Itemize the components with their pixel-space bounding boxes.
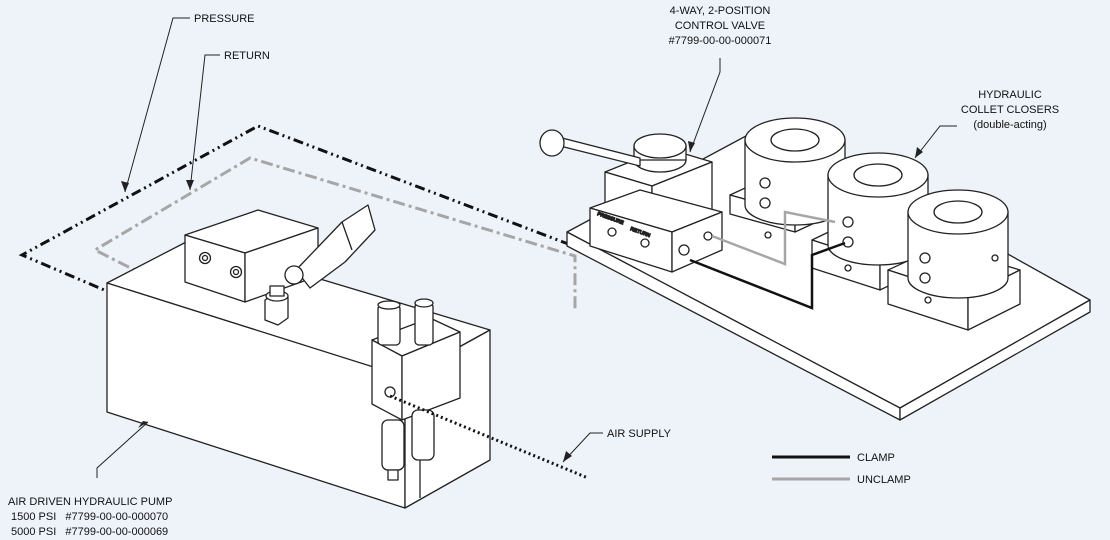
- pump-label-line-1: AIR DRIVEN HYDRAULIC PUMP: [8, 496, 172, 508]
- return-label: RETURN: [224, 50, 270, 62]
- callout-leaders: [96, 17, 957, 478]
- valve-lever: [559, 137, 641, 167]
- collet-label-line-3: (double-acting): [973, 119, 1046, 131]
- valve-lever-grip: [539, 129, 565, 157]
- valve-label-line-1: 4-WAY, 2-POSITION: [670, 5, 771, 17]
- hydraulic-pump: [106, 204, 491, 509]
- collet-closer-3: [887, 189, 1021, 331]
- callout-arrows: [121, 141, 923, 462]
- legend-clamp-label: CLAMP: [857, 452, 895, 464]
- valve-label-line-2: CONTROL VALVE: [675, 20, 765, 32]
- clamp-line: [689, 241, 846, 310]
- pump-label-line-2: 1500 PSI #7799-00-00-000070: [11, 511, 168, 523]
- collet-label-line-2: COLLET CLOSERS: [961, 104, 1059, 116]
- air-supply-hose: [389, 394, 589, 480]
- fixture-plate-side: [899, 299, 1091, 421]
- collet-label-line-1: HYDRAULIC: [978, 89, 1042, 101]
- valve-label-line-3: #7799-00-00-000071: [669, 35, 772, 47]
- pump-label-line-3: 5000 PSI #7799-00-00-000069: [11, 526, 168, 538]
- unclamp-line: [711, 210, 836, 266]
- legend-unclamp-label: UNCLAMP: [857, 474, 911, 486]
- pressure-label: PRESSURE: [194, 13, 255, 25]
- return-hose: [91, 156, 577, 312]
- legend: CLAMP UNCLAMP: [772, 452, 911, 486]
- air-supply-label: AIR SUPPLY: [607, 428, 672, 440]
